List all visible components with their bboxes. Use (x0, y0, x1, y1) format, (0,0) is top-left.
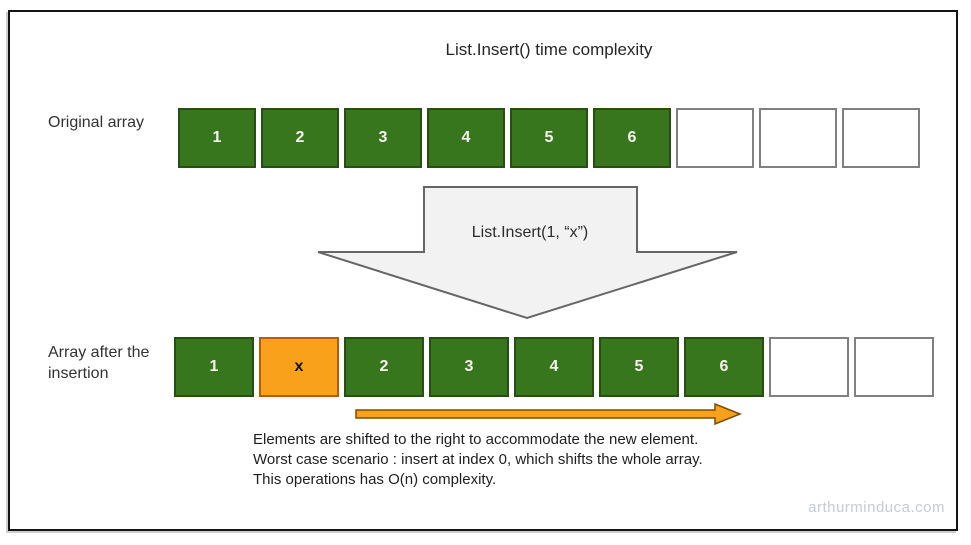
result-array-row: 1 x 2 3 4 5 (174, 337, 934, 397)
shift-right-arrow-shape (355, 402, 743, 426)
array-cell-value: 3 (378, 129, 388, 146)
insert-operation-arrow (317, 186, 738, 320)
array-cell: 2 (344, 337, 424, 397)
array-cell-value: 1 (209, 358, 219, 375)
array-cell: 6 (593, 108, 671, 168)
array-cell-value: 6 (627, 129, 637, 146)
array-cell (759, 108, 837, 168)
result-array-label: Array after the insertion (48, 344, 150, 382)
array-cell: 2 (261, 108, 339, 168)
array-cell: 6 (684, 337, 764, 397)
explanation-notes: Elements are shifted to the right to acc… (253, 430, 703, 490)
array-cell-value: 2 (379, 358, 389, 375)
down-arrow-shape (317, 186, 738, 320)
explanation-line: Worst case scenario : insert at index 0,… (253, 451, 703, 468)
original-array-label: Original array (48, 114, 145, 131)
array-cell (854, 337, 934, 397)
array-cell-value: 3 (464, 358, 474, 375)
array-cell-value: 2 (295, 129, 305, 146)
array-cell-value: x (294, 358, 304, 375)
array-cell: 4 (514, 337, 594, 397)
array-cell-value: 4 (461, 129, 471, 146)
explanation-line: This operations has O(n) complexity. (253, 471, 497, 488)
array-cell: 5 (510, 108, 588, 168)
diagram-frame: List.Insert() time complexity Original a… (8, 10, 958, 531)
watermark: arthurminduca.com (808, 499, 945, 516)
array-cell (676, 108, 754, 168)
array-cell-value: 5 (634, 358, 644, 375)
original-array-row: 1 2 3 4 5 6 (178, 108, 920, 168)
array-cell-value: 6 (719, 358, 729, 375)
array-cell: 5 (599, 337, 679, 397)
explanation-line: Elements are shifted to the right to acc… (253, 431, 699, 448)
array-cell-value: 4 (549, 358, 559, 375)
array-cell-value: 1 (212, 129, 222, 146)
array-cell: x (259, 337, 339, 397)
array-cell: 3 (429, 337, 509, 397)
array-cell: 3 (344, 108, 422, 168)
array-cell: 4 (427, 108, 505, 168)
shift-right-arrow (355, 402, 743, 426)
array-cell-value: 5 (544, 129, 554, 146)
insert-operation-label: List.Insert(1, “x”) (471, 224, 589, 241)
array-cell (842, 108, 920, 168)
array-cell: 1 (174, 337, 254, 397)
array-cell (769, 337, 849, 397)
diagram-title: List.Insert() time complexity (445, 40, 653, 59)
array-cell: 1 (178, 108, 256, 168)
